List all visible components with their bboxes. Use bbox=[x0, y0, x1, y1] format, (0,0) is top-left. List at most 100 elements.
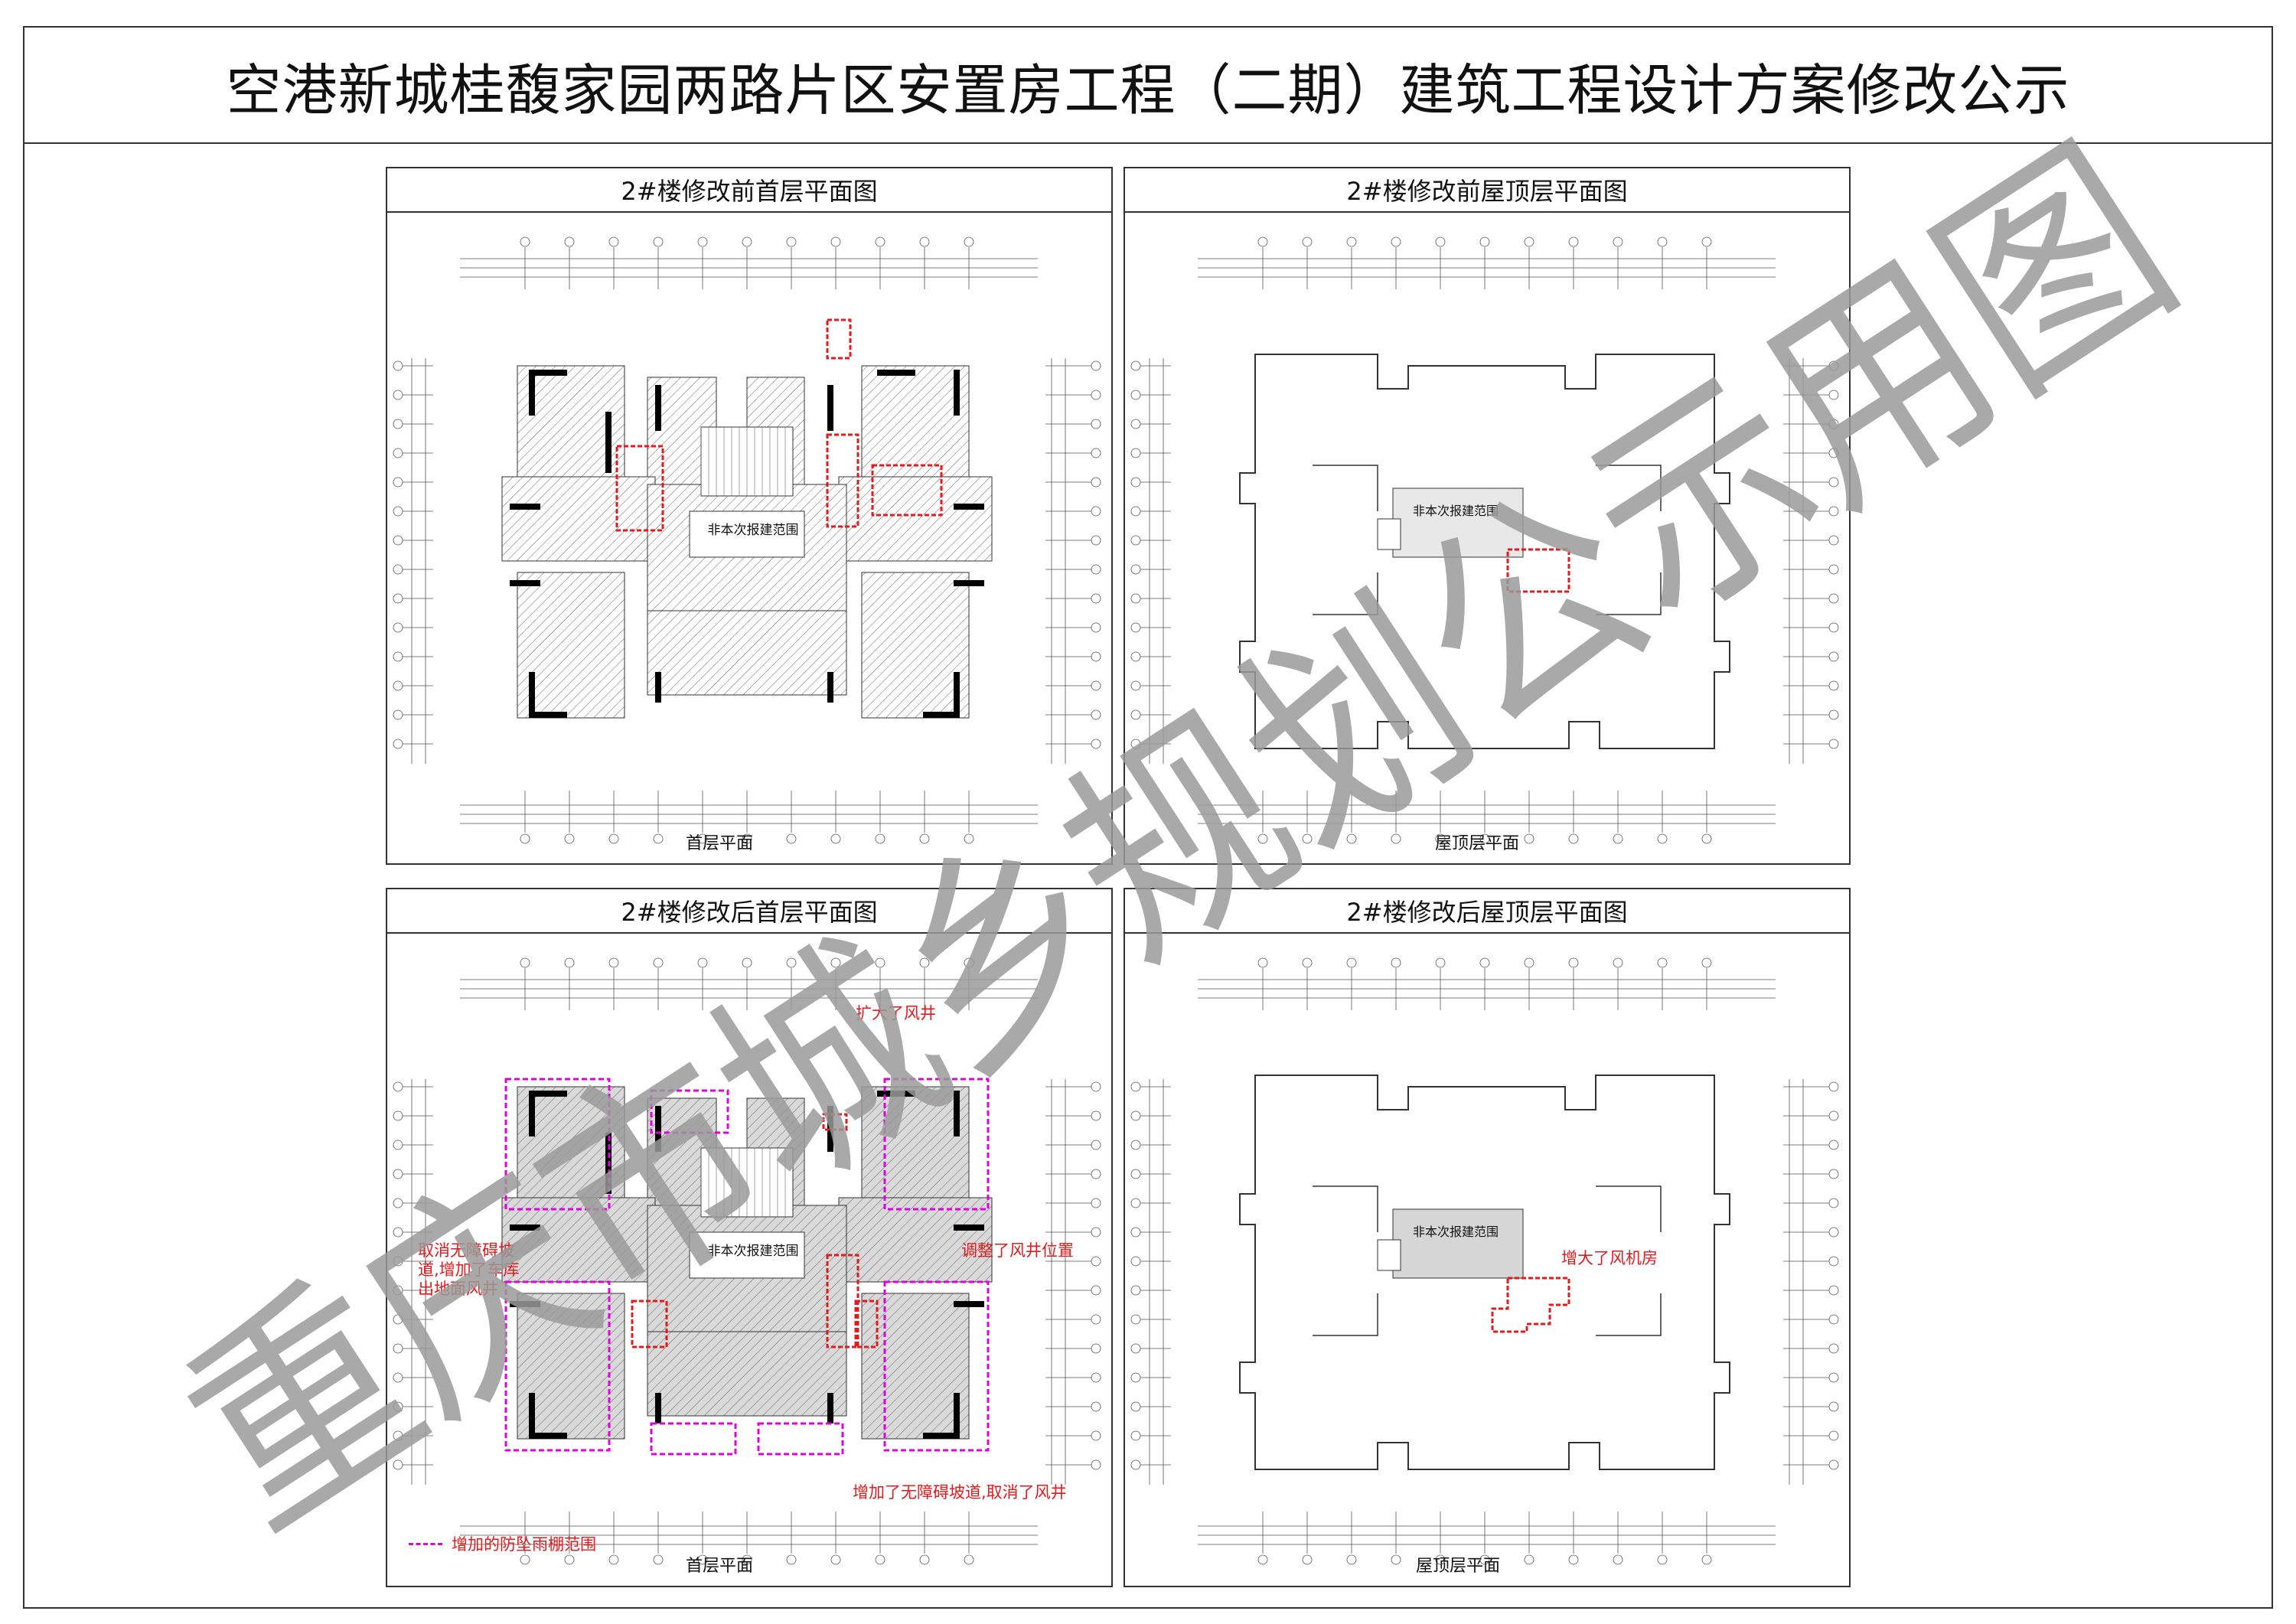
hatched-unit bbox=[501, 1197, 656, 1283]
axis-bubble bbox=[875, 833, 885, 844]
axis-bubble bbox=[608, 833, 619, 844]
axis-bubble bbox=[1091, 564, 1101, 575]
axis-bubble bbox=[393, 680, 403, 691]
roof-core bbox=[1392, 1208, 1524, 1279]
axis-bubble bbox=[1130, 622, 1141, 633]
axis-bubble bbox=[1828, 1459, 1839, 1470]
axis-bubble bbox=[919, 236, 930, 247]
axis-bubble bbox=[1613, 236, 1623, 247]
axis-bubble bbox=[1091, 1343, 1101, 1354]
axis-bubble bbox=[1130, 1081, 1141, 1092]
axis-bubble bbox=[1828, 1343, 1839, 1354]
axis-bubble bbox=[1130, 1401, 1141, 1412]
axis-bubble bbox=[1828, 506, 1839, 517]
change-marker bbox=[826, 318, 852, 360]
axis-bubble bbox=[1091, 1372, 1101, 1383]
axis-bubble bbox=[564, 957, 575, 968]
axis-bubble bbox=[393, 1343, 403, 1354]
axis-bubble bbox=[1091, 1430, 1101, 1441]
hatched-unit bbox=[861, 572, 970, 719]
axis-bubble bbox=[742, 1554, 752, 1565]
axis-bubble bbox=[1091, 1401, 1101, 1412]
axis-bubble bbox=[1828, 564, 1839, 575]
axis-bubble bbox=[742, 957, 752, 968]
note-added-ramp: 增加了无障碍坡道,取消了风井 bbox=[853, 1483, 1067, 1502]
roof-step bbox=[1313, 572, 1662, 615]
hatched-unit bbox=[838, 1197, 993, 1283]
axis-bubble bbox=[1568, 1554, 1579, 1565]
plan-drawing: 非本次报建范围 bbox=[1130, 236, 1839, 844]
axis-bubble bbox=[1828, 1314, 1839, 1325]
ground-floor-plan-before: 非本次报建范围 bbox=[393, 236, 1101, 844]
note-line: 取消无障碍坡 bbox=[418, 1241, 514, 1260]
wall bbox=[510, 504, 540, 510]
axis-bubble bbox=[1391, 236, 1401, 247]
axis-bubble bbox=[1828, 1256, 1839, 1267]
note-adjust-shaft: 调整了风井位置 bbox=[961, 1241, 1074, 1260]
axis-bubble bbox=[1091, 1081, 1101, 1092]
drawing-caption: 首层平面 bbox=[686, 834, 754, 853]
axis-bubble bbox=[393, 419, 403, 429]
roof-plan-after: 非本次报建范围 bbox=[1130, 957, 1839, 1565]
canopy-range bbox=[757, 1422, 844, 1456]
axis-bubble bbox=[1130, 506, 1141, 517]
axis-bubble bbox=[1828, 1372, 1839, 1383]
wall bbox=[529, 1433, 567, 1439]
axis-bubble bbox=[1130, 1198, 1141, 1208]
roof-step bbox=[1313, 1185, 1662, 1232]
axis-bubble bbox=[1091, 1198, 1101, 1208]
axis-bubble bbox=[1091, 535, 1101, 546]
axis-bubble bbox=[1828, 1198, 1839, 1208]
axis-bubble bbox=[608, 236, 619, 247]
axis-bubble bbox=[1130, 593, 1141, 604]
axis-bubble bbox=[1435, 833, 1446, 844]
plan-drawing: 非本次报建范围 bbox=[1130, 957, 1839, 1565]
axis-bubble bbox=[1828, 419, 1839, 429]
axis-bubble bbox=[1130, 1343, 1141, 1354]
axis-bubble bbox=[1130, 709, 1141, 720]
axis-bubble bbox=[742, 833, 752, 844]
hatched-unit bbox=[838, 476, 993, 562]
roof-core bbox=[1392, 488, 1524, 558]
axis-bubble bbox=[393, 390, 403, 400]
axis-bubble bbox=[393, 448, 403, 458]
axis-bubble bbox=[1346, 236, 1357, 247]
axis-bubble bbox=[697, 833, 708, 844]
canopy-range bbox=[650, 1422, 737, 1456]
axis-bubble bbox=[393, 477, 403, 488]
axis-bubble bbox=[1701, 957, 1712, 968]
axis-bubble bbox=[1479, 1554, 1490, 1565]
panel-title: 2#楼修改后首层平面图 bbox=[387, 889, 1111, 934]
axis-bubble bbox=[1524, 236, 1534, 247]
axis-bubble bbox=[1657, 833, 1668, 844]
axis-bubble bbox=[1130, 360, 1141, 371]
panel-title: 2#楼修改后屋顶层平面图 bbox=[1125, 889, 1849, 934]
axis-bubble bbox=[1346, 957, 1357, 968]
canopy-range bbox=[883, 1078, 990, 1211]
axis-bubble bbox=[1091, 477, 1101, 488]
axis-bubble bbox=[1828, 680, 1839, 691]
axis-bubble bbox=[1091, 360, 1101, 371]
axis-bubble bbox=[1091, 448, 1101, 458]
axis-bubble bbox=[1828, 651, 1839, 662]
axis-bubble bbox=[1302, 236, 1313, 247]
page-title: 空港新城桂馥家园两路片区安置房工程（二期）建筑工程设计方案修改公示 bbox=[226, 57, 2070, 122]
change-marker bbox=[826, 433, 859, 528]
axis-bubble bbox=[1091, 1110, 1101, 1121]
axis-bubble bbox=[1091, 1285, 1101, 1296]
wall bbox=[529, 1091, 535, 1136]
axis-bubble bbox=[1130, 1430, 1141, 1441]
wall bbox=[510, 1301, 540, 1307]
note-line: 出地面风井 bbox=[418, 1280, 498, 1298]
wall bbox=[954, 1301, 984, 1307]
hatched-unit bbox=[861, 365, 970, 489]
axis-bubble bbox=[393, 739, 403, 749]
axis-bubble bbox=[520, 236, 530, 247]
sheet-frame: 空港新城桂馥家园两路片区安置房工程（二期）建筑工程设计方案修改公示 bbox=[23, 26, 2273, 1609]
canopy-range bbox=[883, 1280, 990, 1452]
axis-bubble bbox=[520, 833, 530, 844]
axis-bubble bbox=[1091, 1169, 1101, 1179]
hatched-unit bbox=[861, 1293, 970, 1440]
wall bbox=[954, 370, 960, 416]
axis-bubble bbox=[1091, 680, 1101, 691]
